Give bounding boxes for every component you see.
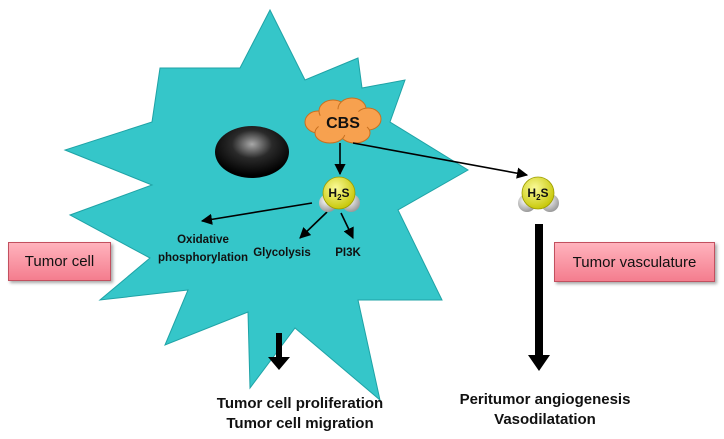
svg-text:H2S: H2S [328, 186, 349, 202]
h2s-label-base-2: H [527, 186, 536, 200]
label-pi3k: PI3K [335, 247, 361, 259]
arrow-h2s-to-oxphos [200, 202, 313, 225]
label-glycolysis: Glycolysis [253, 247, 311, 259]
svg-text:H2S: H2S [527, 186, 548, 202]
tumor-vasculature-label-box: Tumor vasculature [554, 242, 715, 282]
cbs-cloud: CBS [304, 97, 382, 144]
cbs-label: CBS [326, 115, 360, 132]
arrow-h2s-to-pi3k [340, 212, 354, 240]
arrow-h2s-to-glycolysis [299, 211, 328, 239]
h2s-molecule-cell: H2S [319, 176, 360, 212]
tumor-cell-shape [63, 8, 469, 402]
arrow-cell-to-outcome [268, 333, 290, 370]
h2s-label-sub-2: 2 [536, 193, 541, 202]
h2s-label-tail-2: S [541, 186, 549, 200]
outcome-migration: Tumor cell migration [226, 415, 374, 432]
nucleus [215, 126, 289, 178]
label-oxidative: Oxidative [177, 234, 229, 246]
arrow-vasculature-to-outcome [528, 224, 550, 371]
h2s-label-sub: 2 [337, 193, 342, 202]
tumor-cell-label-box: Tumor cell [8, 242, 111, 281]
outcome-vasodilatation: Vasodilatation [494, 411, 596, 428]
outcome-proliferation: Tumor cell proliferation [216, 395, 384, 412]
h2s-molecule-vasculature: H2S [518, 176, 559, 212]
h2s-label-tail: S [342, 186, 350, 200]
h2s-label-base: H [328, 186, 337, 200]
outcome-angiogenesis: Peritumor angiogenesis [459, 391, 631, 408]
tumor-cell-outcomes: Tumor cell proliferation Tumor cell migr… [190, 394, 410, 434]
vasculature-outcomes: Peritumor angiogenesis Vasodilatation [430, 390, 660, 430]
arrow-cbs-to-vasculature [352, 142, 529, 179]
label-phosphorylation: phosphorylation [158, 252, 248, 264]
